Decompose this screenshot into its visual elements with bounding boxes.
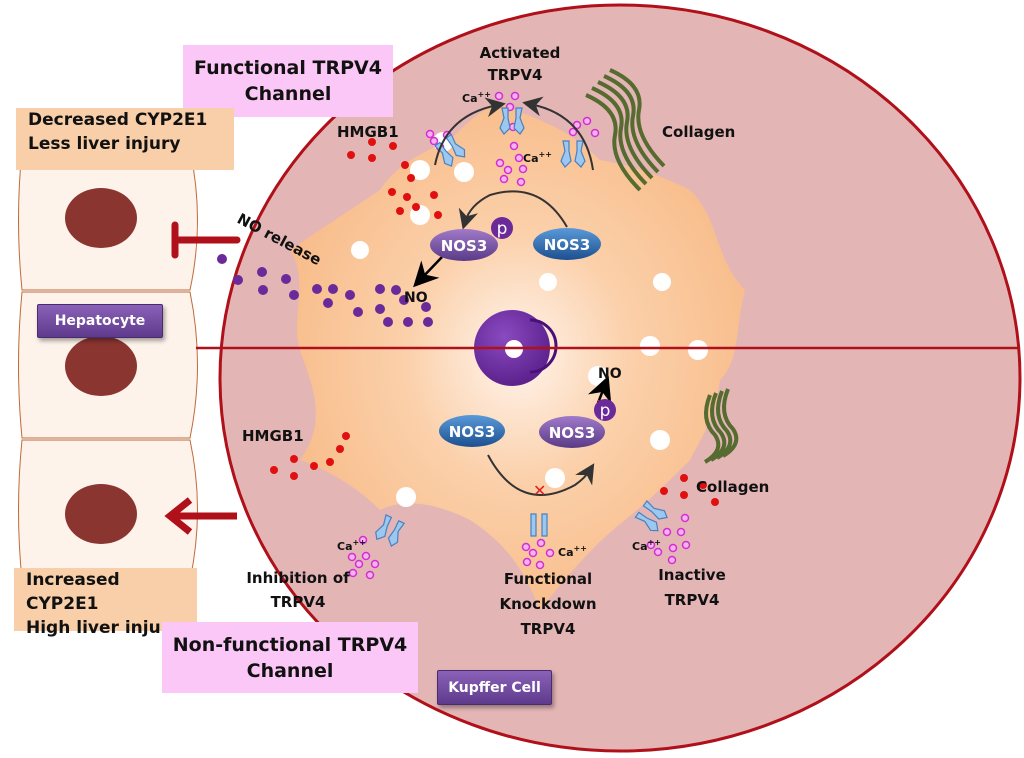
nos3-phospho-bottom-label: NOS3: [549, 424, 596, 442]
nos3-bottom: NOS3: [439, 415, 505, 447]
hepatocyte-badge: Hepatocyte: [37, 304, 163, 338]
increased-cyp2e1-line1: Increased CYP2E1: [26, 570, 120, 614]
nos3-bottom-label: NOS3: [449, 423, 496, 441]
collagen-label-bottom: Collagen: [696, 478, 769, 496]
arrow-right-to-activated: [522, 96, 594, 171]
ca-label-bottom-3: Ca++: [632, 538, 661, 553]
activated-trpv4-line1: Activated: [480, 44, 561, 62]
vesicles: [351, 132, 708, 507]
inhibition-label-line2: TRPV4: [271, 593, 326, 611]
trpv4-channel-inhibited: [375, 514, 406, 547]
arrow-nos3-blocked: [487, 454, 595, 496]
hmgb1-dots-bottom: [270, 432, 719, 506]
arrow-no-bottom: [587, 375, 612, 404]
hmgb1-dots-top: [347, 138, 442, 219]
no-dots: [217, 254, 433, 327]
p-badge-bottom-label: p: [600, 401, 611, 421]
arrow-nos3-phosphorylation: [458, 190, 568, 230]
kupffer-cell-badge: Kupffer Cell: [437, 670, 552, 705]
inhibition-label-line1: Inhibition of: [246, 569, 350, 587]
block-x-icon: ✕: [533, 481, 546, 500]
increased-cyp2e1-line2: High liver injury: [26, 618, 181, 638]
inhibition-arrow: [171, 221, 241, 259]
arrow-no-release-top: [413, 256, 443, 288]
collagen-fibers-top: [585, 68, 666, 192]
nos3-phospho-top-label: NOS3: [441, 237, 488, 255]
functional-trpv4-title-line2: Channel: [244, 83, 332, 105]
nos3-top: NOS3: [533, 228, 601, 260]
no-label-top: NO: [404, 290, 428, 306]
p-badge-bottom: p: [594, 399, 616, 421]
nos3-phospho-top: NOS3: [430, 229, 498, 261]
decreased-cyp2e1-line2: Less liver injury: [28, 134, 181, 154]
hepatocyte-nucleus-top: [65, 188, 137, 248]
knockdown-label-line1: Functional: [504, 570, 592, 588]
ca-label-bottom-1: Ca++: [337, 538, 366, 553]
trpv4-channel-knockdown: [530, 513, 548, 537]
non-functional-trpv4-title: Non-functional TRPV4 Channel: [162, 622, 418, 693]
ca-label-bottom-2: Ca++: [558, 544, 587, 559]
no-label-bottom: NO: [598, 366, 622, 382]
collagen-label-top: Collagen: [662, 123, 735, 141]
collagen-fibers-bottom: [703, 388, 739, 464]
arrow-left-to-activated: [434, 97, 506, 166]
hepatocyte-nucleus-middle: [65, 336, 137, 396]
ca-label-top-2: Ca++: [523, 150, 552, 165]
nos3-top-label: NOS3: [544, 236, 591, 254]
functional-trpv4-title-line1: Functional TRPV4: [194, 57, 382, 79]
non-functional-trpv4-title-line2: Channel: [246, 659, 334, 682]
decreased-cyp2e1-line1: Decreased CYP2E1: [28, 110, 208, 130]
decreased-cyp2e1-box: Decreased CYP2E1 Less liver injury: [16, 108, 234, 170]
p-badge-top-label: p: [497, 219, 508, 239]
inactive-label-line1: Inactive: [658, 566, 726, 584]
hepatocyte-nucleus-bottom: [65, 484, 137, 544]
hmgb1-label-bottom: HMGB1: [242, 427, 304, 445]
p-badge-top: p: [491, 217, 513, 239]
trpv4-channel-right: [560, 140, 586, 168]
increased-cyp2e1-box: Increased CYP2E1 High liver injury: [14, 568, 197, 638]
non-functional-trpv4-title-line1: Non-functional TRPV4: [172, 633, 408, 656]
functional-trpv4-title: Functional TRPV4 Channel: [183, 45, 393, 117]
knockdown-label-line2: Knockdown: [499, 595, 596, 613]
nos3-phospho-bottom: NOS3: [539, 416, 605, 448]
trpv4-channels: [375, 107, 668, 547]
trpv4-channel-inactive: [634, 499, 668, 532]
trpv4-channel-activated: [499, 107, 525, 135]
activated-trpv4-line2: TRPV4: [488, 66, 543, 84]
knockdown-label-line3: TRPV4: [521, 620, 576, 638]
inactive-label-line2: TRPV4: [665, 591, 720, 609]
ca-label-top-1: Ca++: [462, 90, 491, 105]
promotion-arrow: [164, 497, 237, 535]
hmgb1-label-top: HMGB1: [337, 123, 399, 141]
